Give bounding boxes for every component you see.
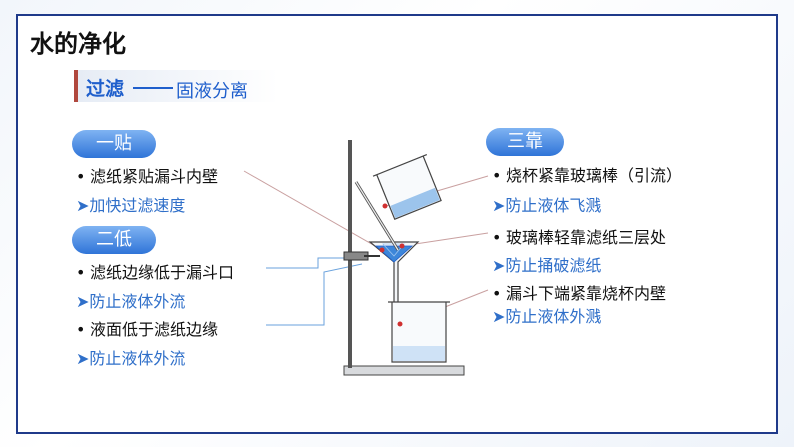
bullet-item: •滤纸边缘低于漏斗口 xyxy=(76,259,234,283)
section-subtitle: 固液分离 xyxy=(176,81,248,102)
section-dash xyxy=(133,87,173,89)
pill-erdi: 二低 xyxy=(72,226,156,254)
bullet-item: •烧杯紧靠玻璃棒（引流） xyxy=(492,162,682,186)
bullet-item: •漏斗下端紧靠烧杯内壁 xyxy=(492,280,666,304)
arrow-icon: ➤ xyxy=(492,196,506,215)
contact-point-dot xyxy=(382,203,388,209)
bullet-dot: • xyxy=(76,263,86,282)
bullet-text: 漏斗下端紧靠烧杯内壁 xyxy=(506,284,667,303)
section-heading-background xyxy=(78,70,278,102)
stand-base xyxy=(343,365,465,376)
reason-text: 防止液体外溅 xyxy=(505,307,602,326)
arrow-icon: ➤ xyxy=(76,349,90,368)
bullet-item: •滤纸紧贴漏斗内壁 xyxy=(76,163,218,187)
arrow-icon: ➤ xyxy=(492,307,506,326)
pouring-beaker xyxy=(372,153,442,221)
bullet-text: 滤纸边缘低于漏斗口 xyxy=(90,263,235,282)
pill-yitie: 一贴 xyxy=(72,130,156,158)
bullet-text: 玻璃棒轻靠滤纸三层处 xyxy=(506,228,667,247)
arrow-icon: ➤ xyxy=(76,292,90,311)
reason-text: 防止液体外流 xyxy=(89,292,186,311)
bullet-dot: • xyxy=(492,228,502,247)
bullet-dot: • xyxy=(492,166,502,185)
reason-text: 防止液体飞溅 xyxy=(505,196,602,215)
glass-rod-highlight xyxy=(355,181,399,251)
section-heading-bar xyxy=(74,70,78,102)
contact-point-dot xyxy=(379,247,385,253)
arrow-icon: ➤ xyxy=(76,196,90,215)
reason-item: ➤加快过滤速度 xyxy=(76,192,185,216)
reason-item: ➤防止捅破滤纸 xyxy=(492,252,601,276)
arrow-icon: ➤ xyxy=(492,256,506,275)
bullet-text: 滤纸紧贴漏斗内壁 xyxy=(90,167,219,186)
connector-line xyxy=(266,263,363,326)
bullet-dot: • xyxy=(76,320,86,339)
beaker-liquid xyxy=(393,346,445,361)
connector-line xyxy=(243,170,383,251)
section-title: 过滤 xyxy=(86,78,125,100)
reason-item: ➤防止液体外溅 xyxy=(492,303,601,327)
pill-sankao: 三靠 xyxy=(486,128,564,156)
reason-item: ➤防止液体飞溅 xyxy=(492,192,601,216)
reason-text: 防止液体外流 xyxy=(89,349,186,368)
reason-item: ➤防止液体外流 xyxy=(76,288,185,312)
contact-point-dot xyxy=(397,321,403,327)
reason-text: 防止捅破滤纸 xyxy=(505,256,602,275)
reason-item: ➤防止液体外流 xyxy=(76,345,185,369)
bullet-item: •玻璃棒轻靠滤纸三层处 xyxy=(492,224,666,248)
connector-line xyxy=(266,257,352,269)
bullet-dot: • xyxy=(76,167,86,186)
bullet-text: 烧杯紧靠玻璃棒（引流） xyxy=(506,166,683,185)
page-title: 水的净化 xyxy=(30,30,126,58)
reason-text: 加快过滤速度 xyxy=(89,196,186,215)
bullet-text: 液面低于滤纸边缘 xyxy=(90,320,219,339)
bullet-item: •液面低于滤纸边缘 xyxy=(76,316,218,340)
contact-point-dot xyxy=(399,243,405,249)
bullet-dot: • xyxy=(492,284,502,303)
